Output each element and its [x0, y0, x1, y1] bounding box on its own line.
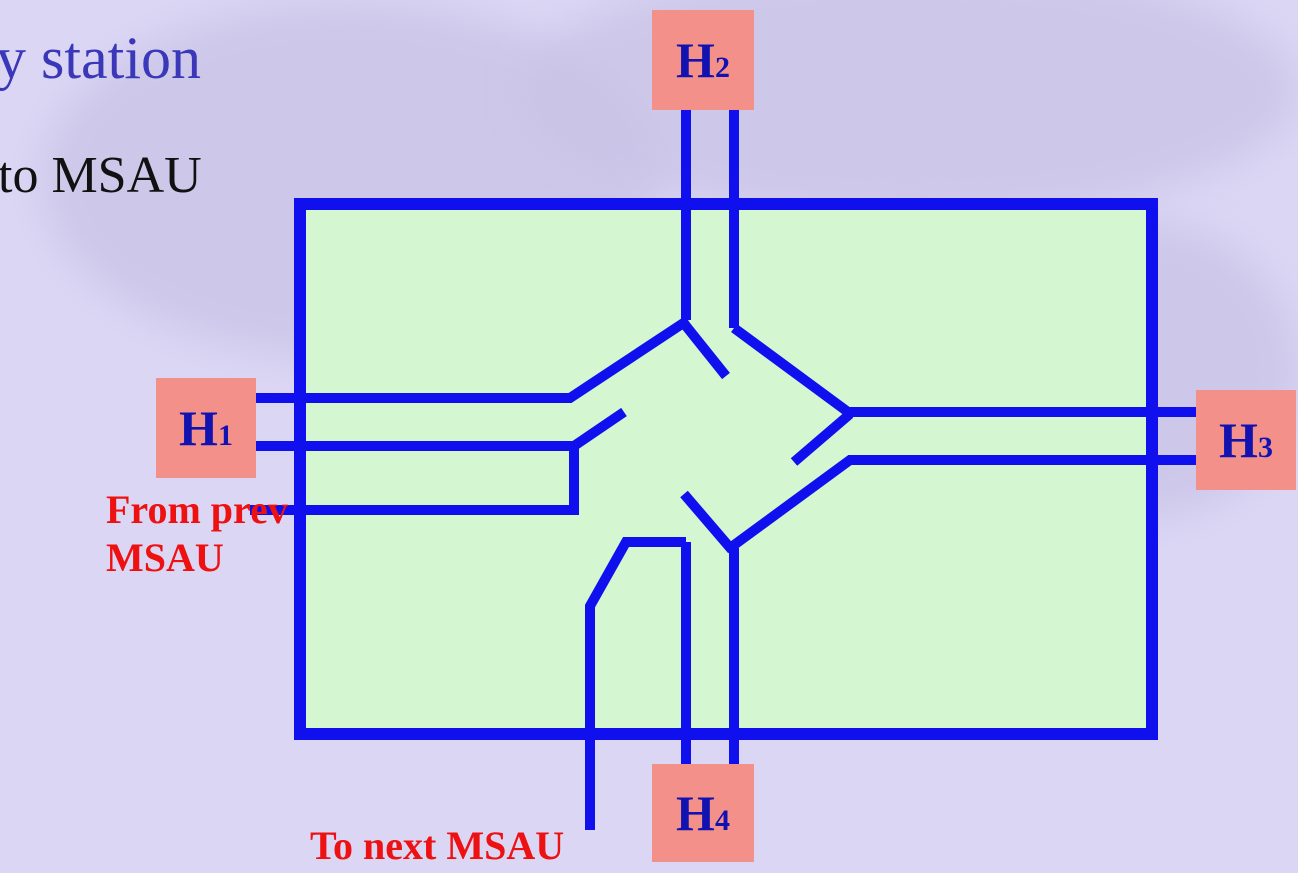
- to-next-wire: [585, 537, 686, 830]
- h1-wire-upper: [250, 315, 691, 403]
- h3-switch: [790, 410, 854, 466]
- from-prev-label-line2: MSAU: [106, 535, 224, 580]
- to-next-label: To next MSAU: [310, 823, 565, 868]
- slide-bullet-fragment: to MSAU: [0, 147, 202, 204]
- host-h4-letter: H: [676, 785, 715, 841]
- from-prev-label-line1: From prev: [106, 487, 288, 532]
- h4-switch: [680, 490, 736, 554]
- slide-title-fragment: y station: [0, 25, 201, 91]
- background-photo: [520, 0, 1298, 220]
- msau-box: [294, 198, 1158, 740]
- host-h2-letter: H: [676, 32, 715, 88]
- from-prev-label: From prev MSAU: [106, 486, 288, 582]
- h2-switch: [682, 322, 730, 380]
- host-h1-letter: H: [179, 400, 218, 456]
- h3-wire-lower: [727, 455, 1200, 553]
- from-prev-wire: [250, 446, 579, 515]
- host-h3-letter: H: [1219, 412, 1258, 468]
